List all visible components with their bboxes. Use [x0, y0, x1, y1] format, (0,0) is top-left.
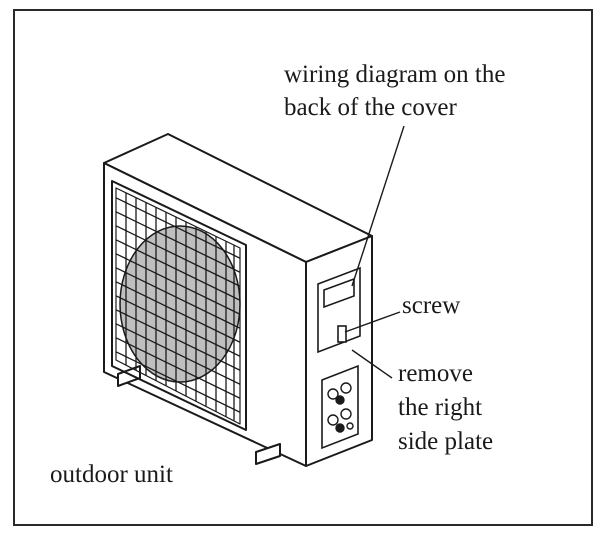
remove-side-plate-label-line3: side plate — [398, 428, 494, 455]
leader-screw — [344, 311, 401, 333]
leader-wiring-diagram — [351, 125, 405, 287]
unit-foot-right — [255, 443, 281, 465]
fan-blade-disc — [119, 225, 241, 383]
outdoor-unit-label: outdoor unit — [50, 461, 173, 488]
wiring-diagram-label-line2: back of the cover — [284, 94, 457, 121]
screw-label: screw — [402, 292, 461, 319]
wiring-diagram-window — [323, 277, 355, 309]
valve-panel — [321, 364, 359, 450]
remove-side-plate-label-line2: the right — [398, 394, 483, 421]
remove-side-plate-label-line1: remove — [398, 360, 473, 387]
leader-remove-side-plate — [351, 349, 393, 379]
screw-icon — [337, 325, 347, 343]
wiring-diagram-label-line1: wiring diagram on the — [284, 61, 506, 88]
fan-grille-frame — [111, 180, 247, 431]
service-valves-icon — [327, 382, 354, 433]
